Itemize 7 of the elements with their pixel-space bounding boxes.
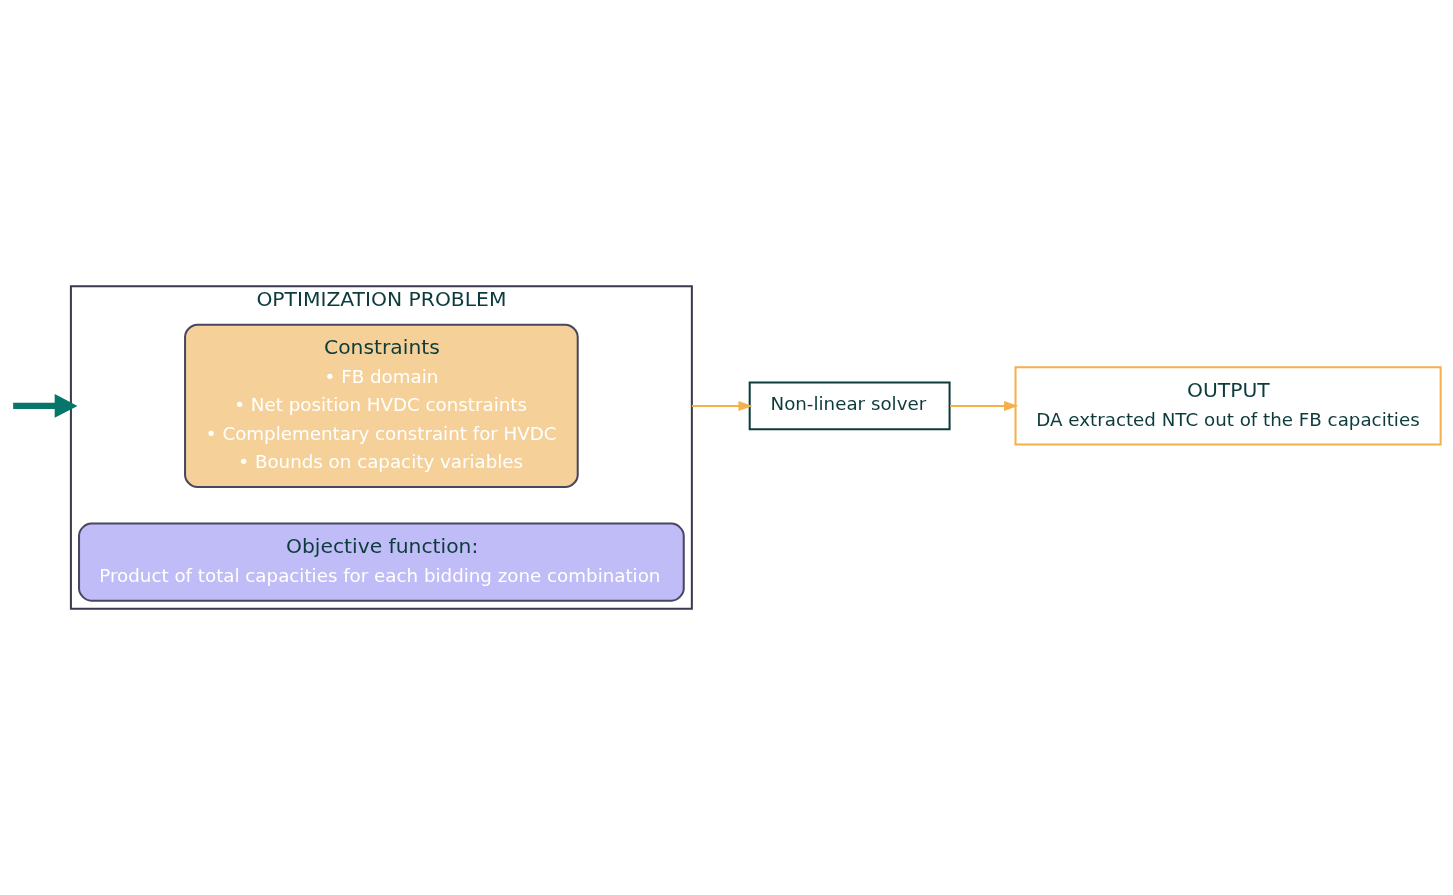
arrow — [950, 400, 1019, 411]
node-box: Non-linear solver — [748, 381, 951, 431]
arrow — [13, 393, 78, 418]
arrow — [691, 400, 753, 411]
node-box: Objective function: Product of total capacities for each bidding zone combination — [78, 522, 685, 602]
node-box: OUTPUT DA extracted NTC out of the FB capacities — [1014, 366, 1442, 446]
node-box: Constraints • FB domain • Net position HVDC constraints • Complementary constraint for HVDC • Bounds on capacity variables — [184, 323, 579, 489]
